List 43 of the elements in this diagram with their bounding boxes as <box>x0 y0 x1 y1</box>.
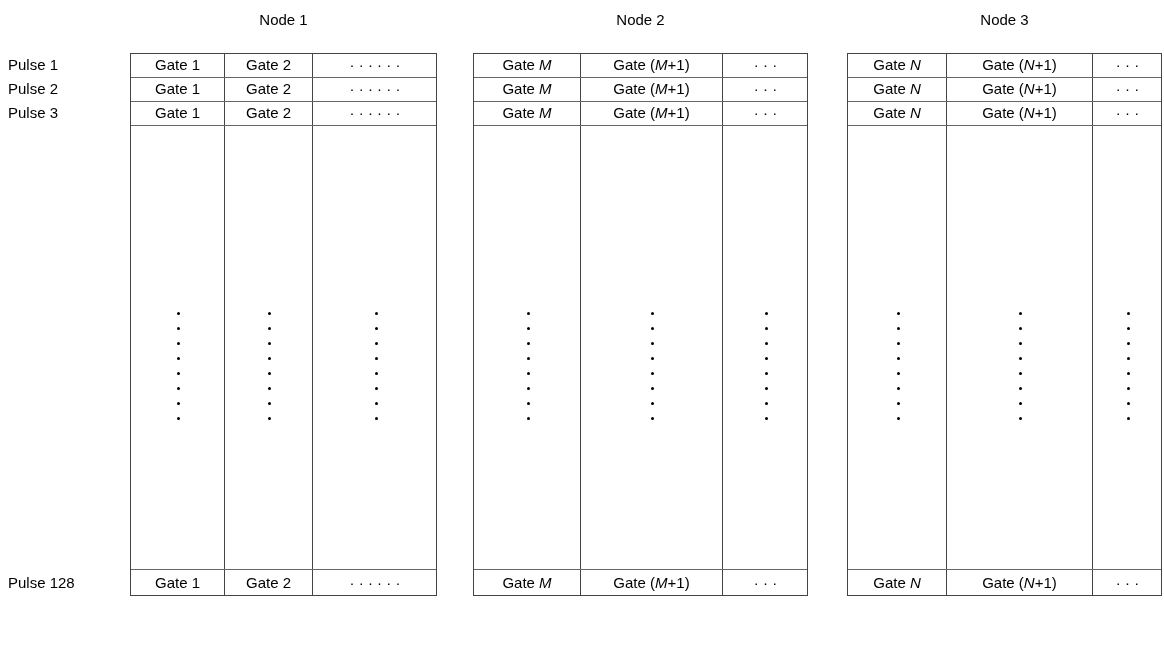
cell-text: Gate (M+1) <box>613 573 690 594</box>
cell-text: Gate (M+1) <box>613 103 690 124</box>
cell-text: Gate N <box>873 103 921 124</box>
cell-text: Gate (M+1) <box>613 55 690 76</box>
cell-text: Gate 2 <box>246 103 291 124</box>
cell-text: Gate N <box>873 79 921 100</box>
cell-text: Gate 2 <box>246 79 291 100</box>
cell-text: · · · <box>753 55 778 76</box>
cell-text: · · · · · · <box>349 103 401 124</box>
cell-text: · · · <box>753 79 778 100</box>
node-heading: Node 2 <box>616 10 665 30</box>
cell-text: Gate 1 <box>155 55 200 76</box>
cell-text: Gate 1 <box>155 79 200 100</box>
cell-text: Gate N <box>873 55 921 76</box>
cell-text: · · · <box>1115 573 1140 594</box>
row-label: Pulse 2 <box>8 79 59 99</box>
cell-text: · · · · · · <box>349 79 401 100</box>
cell-text: Gate (M+1) <box>613 79 690 100</box>
cell-text: · · · · · · <box>349 55 401 76</box>
cell-text: Gate M <box>502 103 552 124</box>
cell-text: Gate (N+1) <box>982 573 1057 594</box>
row-label: Pulse 128 <box>8 573 75 593</box>
cell-text: · · · <box>1115 79 1140 100</box>
cell-text: · · · <box>753 103 778 124</box>
cell-text: Gate (N+1) <box>982 103 1057 124</box>
cell-text: Gate 1 <box>155 573 200 594</box>
cell-text: · · · <box>1115 55 1140 76</box>
cell-text: Gate 1 <box>155 103 200 124</box>
cell-text: · · · <box>1115 103 1140 124</box>
cell-text: Gate N <box>873 573 921 594</box>
row-label: Pulse 1 <box>8 55 59 75</box>
cell-text: Gate 2 <box>246 573 291 594</box>
cell-text: Gate (N+1) <box>982 79 1057 100</box>
node-heading: Node 1 <box>259 10 308 30</box>
cell-text: Gate 2 <box>246 55 291 76</box>
node-heading: Node 3 <box>980 10 1029 30</box>
row-label: Pulse 3 <box>8 103 59 123</box>
cell-text: Gate M <box>502 573 552 594</box>
cell-text: · · · <box>753 573 778 594</box>
cell-text: Gate M <box>502 79 552 100</box>
cell-text: Gate M <box>502 55 552 76</box>
cell-text: · · · · · · <box>349 573 401 594</box>
cell-text: Gate (N+1) <box>982 55 1057 76</box>
